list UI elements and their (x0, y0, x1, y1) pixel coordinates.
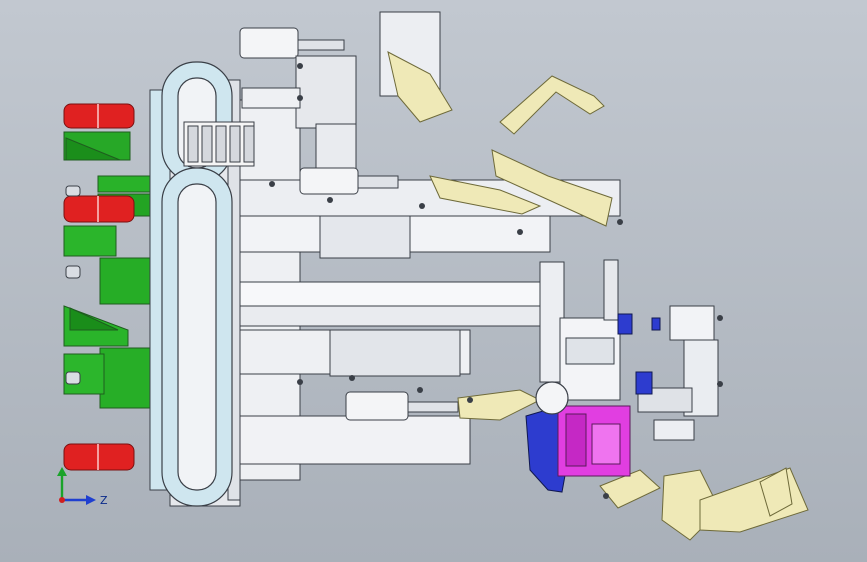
z-axis-label: Z (100, 494, 108, 507)
y-axis-arrow (57, 467, 67, 500)
magenta-block (557, 405, 631, 477)
left-knobs (65, 185, 81, 385)
terminal-block (183, 121, 255, 167)
gripper-fingers (387, 51, 809, 541)
x-axis-dot (59, 497, 65, 503)
axis-triad-icon: Z (57, 467, 108, 507)
green-base-group (63, 131, 159, 409)
z-axis-arrow (62, 495, 96, 505)
blue-plate (525, 313, 661, 493)
upper-mechanism (239, 11, 459, 421)
round-sensor (535, 381, 569, 415)
red-wheel-group (63, 103, 135, 471)
bolt-heads (269, 63, 723, 499)
